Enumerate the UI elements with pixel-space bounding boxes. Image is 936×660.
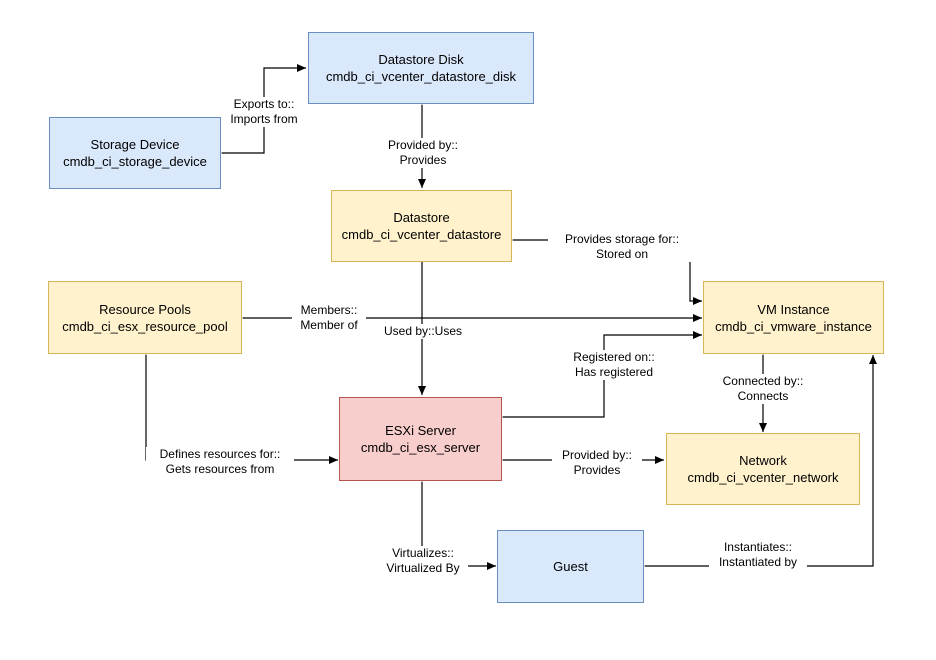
edge-label-virtualizes: Virtualizes::Virtualized By <box>378 546 468 576</box>
node-guest[interactable]: Guest <box>497 530 644 603</box>
edge-label-connected-by: Connected by::Connects <box>713 374 813 404</box>
node-title: Storage Device <box>90 137 180 152</box>
edge-label-used-by: Used by::Uses <box>373 324 473 339</box>
node-storage-device[interactable]: Storage Device cmdb_ci_storage_device <box>49 117 221 189</box>
node-title: Datastore Disk <box>378 52 464 67</box>
node-network[interactable]: Network cmdb_ci_vcenter_network <box>666 433 860 505</box>
node-title: VM Instance <box>757 301 830 317</box>
node-resource-pools[interactable]: Resource Pools cmdb_ci_esx_resource_pool <box>48 281 242 354</box>
node-title: Guest <box>553 559 588 574</box>
edge-defines-resources <box>142 346 338 464</box>
node-table: cmdb_ci_esx_resource_pool <box>62 318 228 334</box>
node-table: cmdb_ci_esx_server <box>360 440 481 455</box>
node-esxi-server[interactable]: ESXi Server cmdb_ci_esx_server <box>339 397 502 481</box>
edge-label-provided-by-disk: Provided by::Provides <box>378 138 468 168</box>
node-table: cmdb_ci_storage_device <box>63 154 207 169</box>
edge-label-instantiates: Instantiates::Instantiated by <box>709 540 807 570</box>
node-vm-instance[interactable]: VM Instance cmdb_ci_vmware_instance <box>703 281 884 354</box>
node-table: cmdb_ci_vcenter_datastore <box>341 227 502 242</box>
node-title: Network <box>739 453 787 468</box>
node-title: ESXi Server <box>385 423 456 438</box>
node-datastore[interactable]: Datastore cmdb_ci_vcenter_datastore <box>331 190 512 262</box>
node-title: Resource Pools <box>99 301 191 317</box>
edge-label-exports-to: Exports to::Imports from <box>224 97 304 127</box>
edge-label-members: Members::Member of <box>292 303 366 333</box>
edge-label-registered-on: Registered on::Has registered <box>563 350 665 380</box>
node-table: cmdb_ci_vmware_instance <box>715 318 872 334</box>
node-datastore-disk[interactable]: Datastore Disk cmdb_ci_vcenter_datastore… <box>308 32 534 104</box>
edge-label-defines-resources: Defines resources for::Gets resources fr… <box>146 447 294 477</box>
edge-label-provided-by-network: Provided by::Provides <box>552 448 642 478</box>
node-table: cmdb_ci_vcenter_datastore_disk <box>325 69 517 84</box>
node-table: cmdb_ci_vcenter_network <box>687 470 839 485</box>
node-title: Datastore <box>393 210 450 225</box>
edge-label-provides-storage: Provides storage for::Stored on <box>548 232 696 262</box>
